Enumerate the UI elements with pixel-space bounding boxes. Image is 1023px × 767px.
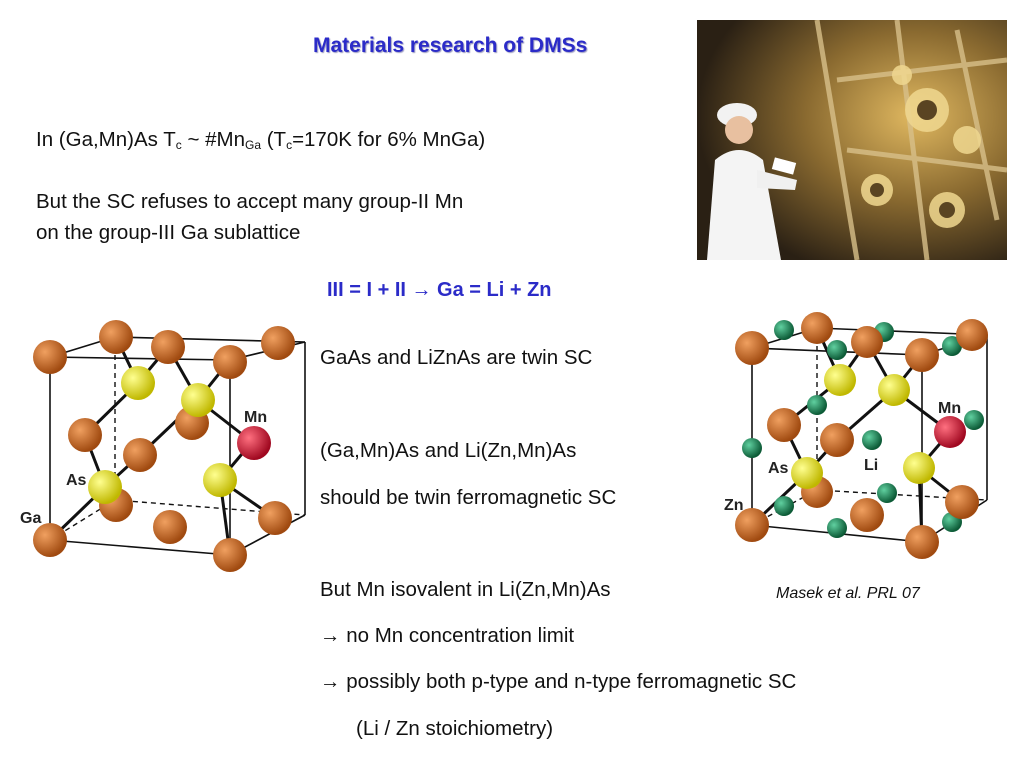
ferro-line-1: (Ga,Mn)As and Li(Zn,Mn)As <box>320 439 577 462</box>
arrow-line-1: → no Mn concentration limit <box>320 624 575 647</box>
refuse-line-2: on the group-III Ga sublattice <box>36 221 301 244</box>
ga-atoms <box>33 320 295 572</box>
li-atoms <box>742 320 984 538</box>
twin-line: GaAs and LiZnAs are twin SC <box>320 346 593 369</box>
label-mn: Mn <box>938 400 961 417</box>
tc-line: In (Ga,Mn)As Tc ~ #MnGa (Tc=170K for 6% … <box>36 128 486 152</box>
equation: III = I + II → Ga = Li + Zn <box>327 279 552 301</box>
label-zn: Zn <box>724 497 744 514</box>
label-mn: Mn <box>244 409 267 426</box>
lizna-crystal-diagram: Mn As Li Zn <box>724 312 988 559</box>
mn-atom <box>237 426 271 460</box>
citation: Masek et al. PRL 07 <box>776 585 920 602</box>
zn-atoms <box>735 312 988 559</box>
label-as: As <box>768 460 789 477</box>
lab-photo <box>697 20 1007 260</box>
mn-atom <box>934 416 966 448</box>
slide-title: Materials research of DMSs <box>313 34 588 57</box>
as-atoms <box>791 364 935 489</box>
label-as: As <box>66 472 87 489</box>
label-li: Li <box>864 457 878 474</box>
lab-photo-illustration <box>697 20 1007 260</box>
gaas-crystal-diagram: Mn As Ga <box>20 320 306 572</box>
arrow-line-2: → possibly both p-type and n-type ferrom… <box>320 670 797 693</box>
stoichiometry-line: (Li / Zn stoichiometry) <box>356 717 554 740</box>
ferro-line-2: should be twin ferromagnetic SC <box>320 486 617 509</box>
isovalent-line: But Mn isovalent in Li(Zn,Mn)As <box>320 578 611 601</box>
refuse-line-1: But the SC refuses to accept many group-… <box>36 190 464 213</box>
label-ga: Ga <box>20 510 41 527</box>
as-atoms <box>88 366 237 504</box>
